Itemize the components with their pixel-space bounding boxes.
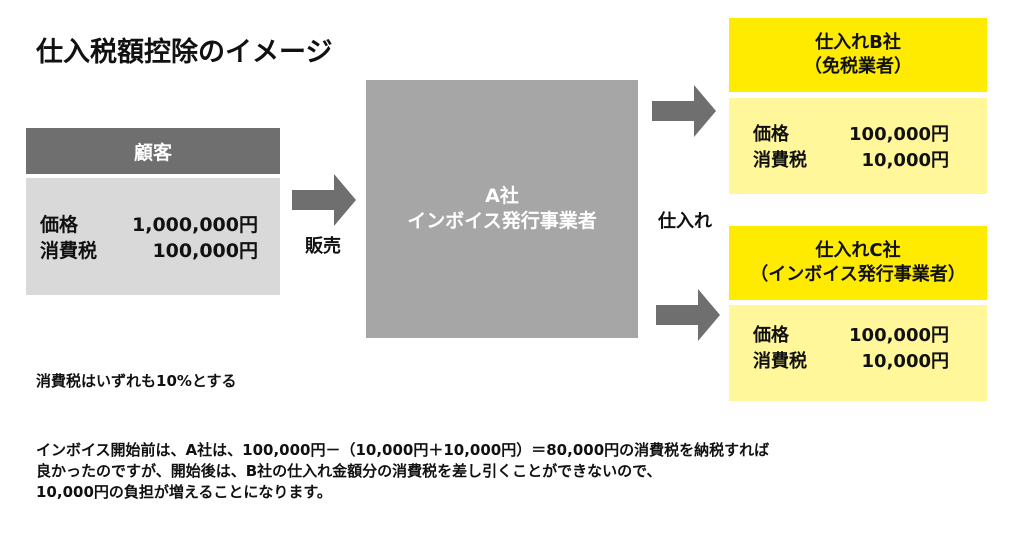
purchase-arrow-lower-icon — [656, 289, 720, 341]
sell-arrow-icon — [292, 174, 356, 226]
explanation-line: 良かったのですが、開始後は、B社の仕入れ金額分の消費税を差し引くことができないの… — [36, 462, 662, 480]
customer-price-row: 価格 1,000,000円 — [40, 210, 258, 237]
customer-price-label: 価格 — [40, 214, 79, 236]
supplier-c-price-label: 価格 — [753, 325, 789, 346]
supplier-c-price-row: 価格 100,000円 — [753, 321, 949, 347]
supplier-c-tax-row: 消費税 10,000円 — [753, 347, 949, 373]
supplier-b-price-value: 100,000円 — [849, 124, 949, 145]
customer-tax-value: 100,000円 — [152, 240, 258, 262]
purchase-label: 仕入れ — [658, 211, 712, 232]
supplier-b-price-label: 価格 — [753, 124, 789, 145]
sell-label: 販売 — [305, 236, 341, 257]
company-a-name: A社 — [485, 185, 519, 207]
customer-tax-label: 消費税 — [40, 240, 98, 262]
supplier-c-name: 仕入れC社 — [815, 239, 901, 261]
company-a-box: A社 インボイス発行事業者 — [366, 80, 638, 338]
supplier-b-body: 価格 100,000円 消費税 10,000円 — [729, 98, 987, 194]
supplier-b-name: 仕入れB社 — [815, 31, 901, 53]
supplier-c-tax-value: 10,000円 — [861, 351, 949, 372]
customer-tax-row: 消費税 100,000円 — [40, 236, 258, 263]
customer-header: 顧客 — [26, 128, 280, 174]
supplier-b-tax-label: 消費税 — [753, 150, 807, 171]
supplier-c-tax-label: 消費税 — [753, 351, 807, 372]
customer-body: 価格 1,000,000円 消費税 100,000円 — [26, 178, 280, 295]
explanation-text: インボイス開始前は、A社は、100,000円－（10,000円＋10,000円）… — [36, 440, 769, 503]
supplier-b-tax-value: 10,000円 — [861, 150, 949, 171]
supplier-b-type: （免税業者） — [804, 56, 912, 77]
supplier-b-header: 仕入れB社 （免税業者） — [729, 18, 987, 92]
explanation-line: インボイス開始前は、A社は、100,000円－（10,000円＋10,000円）… — [36, 441, 770, 459]
supplier-b-price-row: 価格 100,000円 — [753, 120, 949, 146]
tax-rate-note: 消費税はいずれも10%とする — [36, 372, 237, 390]
supplier-b-tax-row: 消費税 10,000円 — [753, 146, 949, 172]
company-a-type: インボイス発行事業者 — [407, 210, 597, 232]
explanation-line: 10,000円の負担が増えることになります。 — [36, 483, 332, 501]
supplier-c-type: （インボイス発行事業者） — [750, 264, 966, 285]
purchase-arrow-upper-icon — [652, 85, 716, 137]
customer-price-value: 1,000,000円 — [132, 214, 258, 236]
supplier-c-header: 仕入れC社 （インボイス発行事業者） — [729, 226, 987, 300]
supplier-c-body: 価格 100,000円 消費税 10,000円 — [729, 305, 987, 401]
supplier-c-price-value: 100,000円 — [849, 325, 949, 346]
page-title: 仕入税額控除のイメージ — [36, 37, 333, 68]
